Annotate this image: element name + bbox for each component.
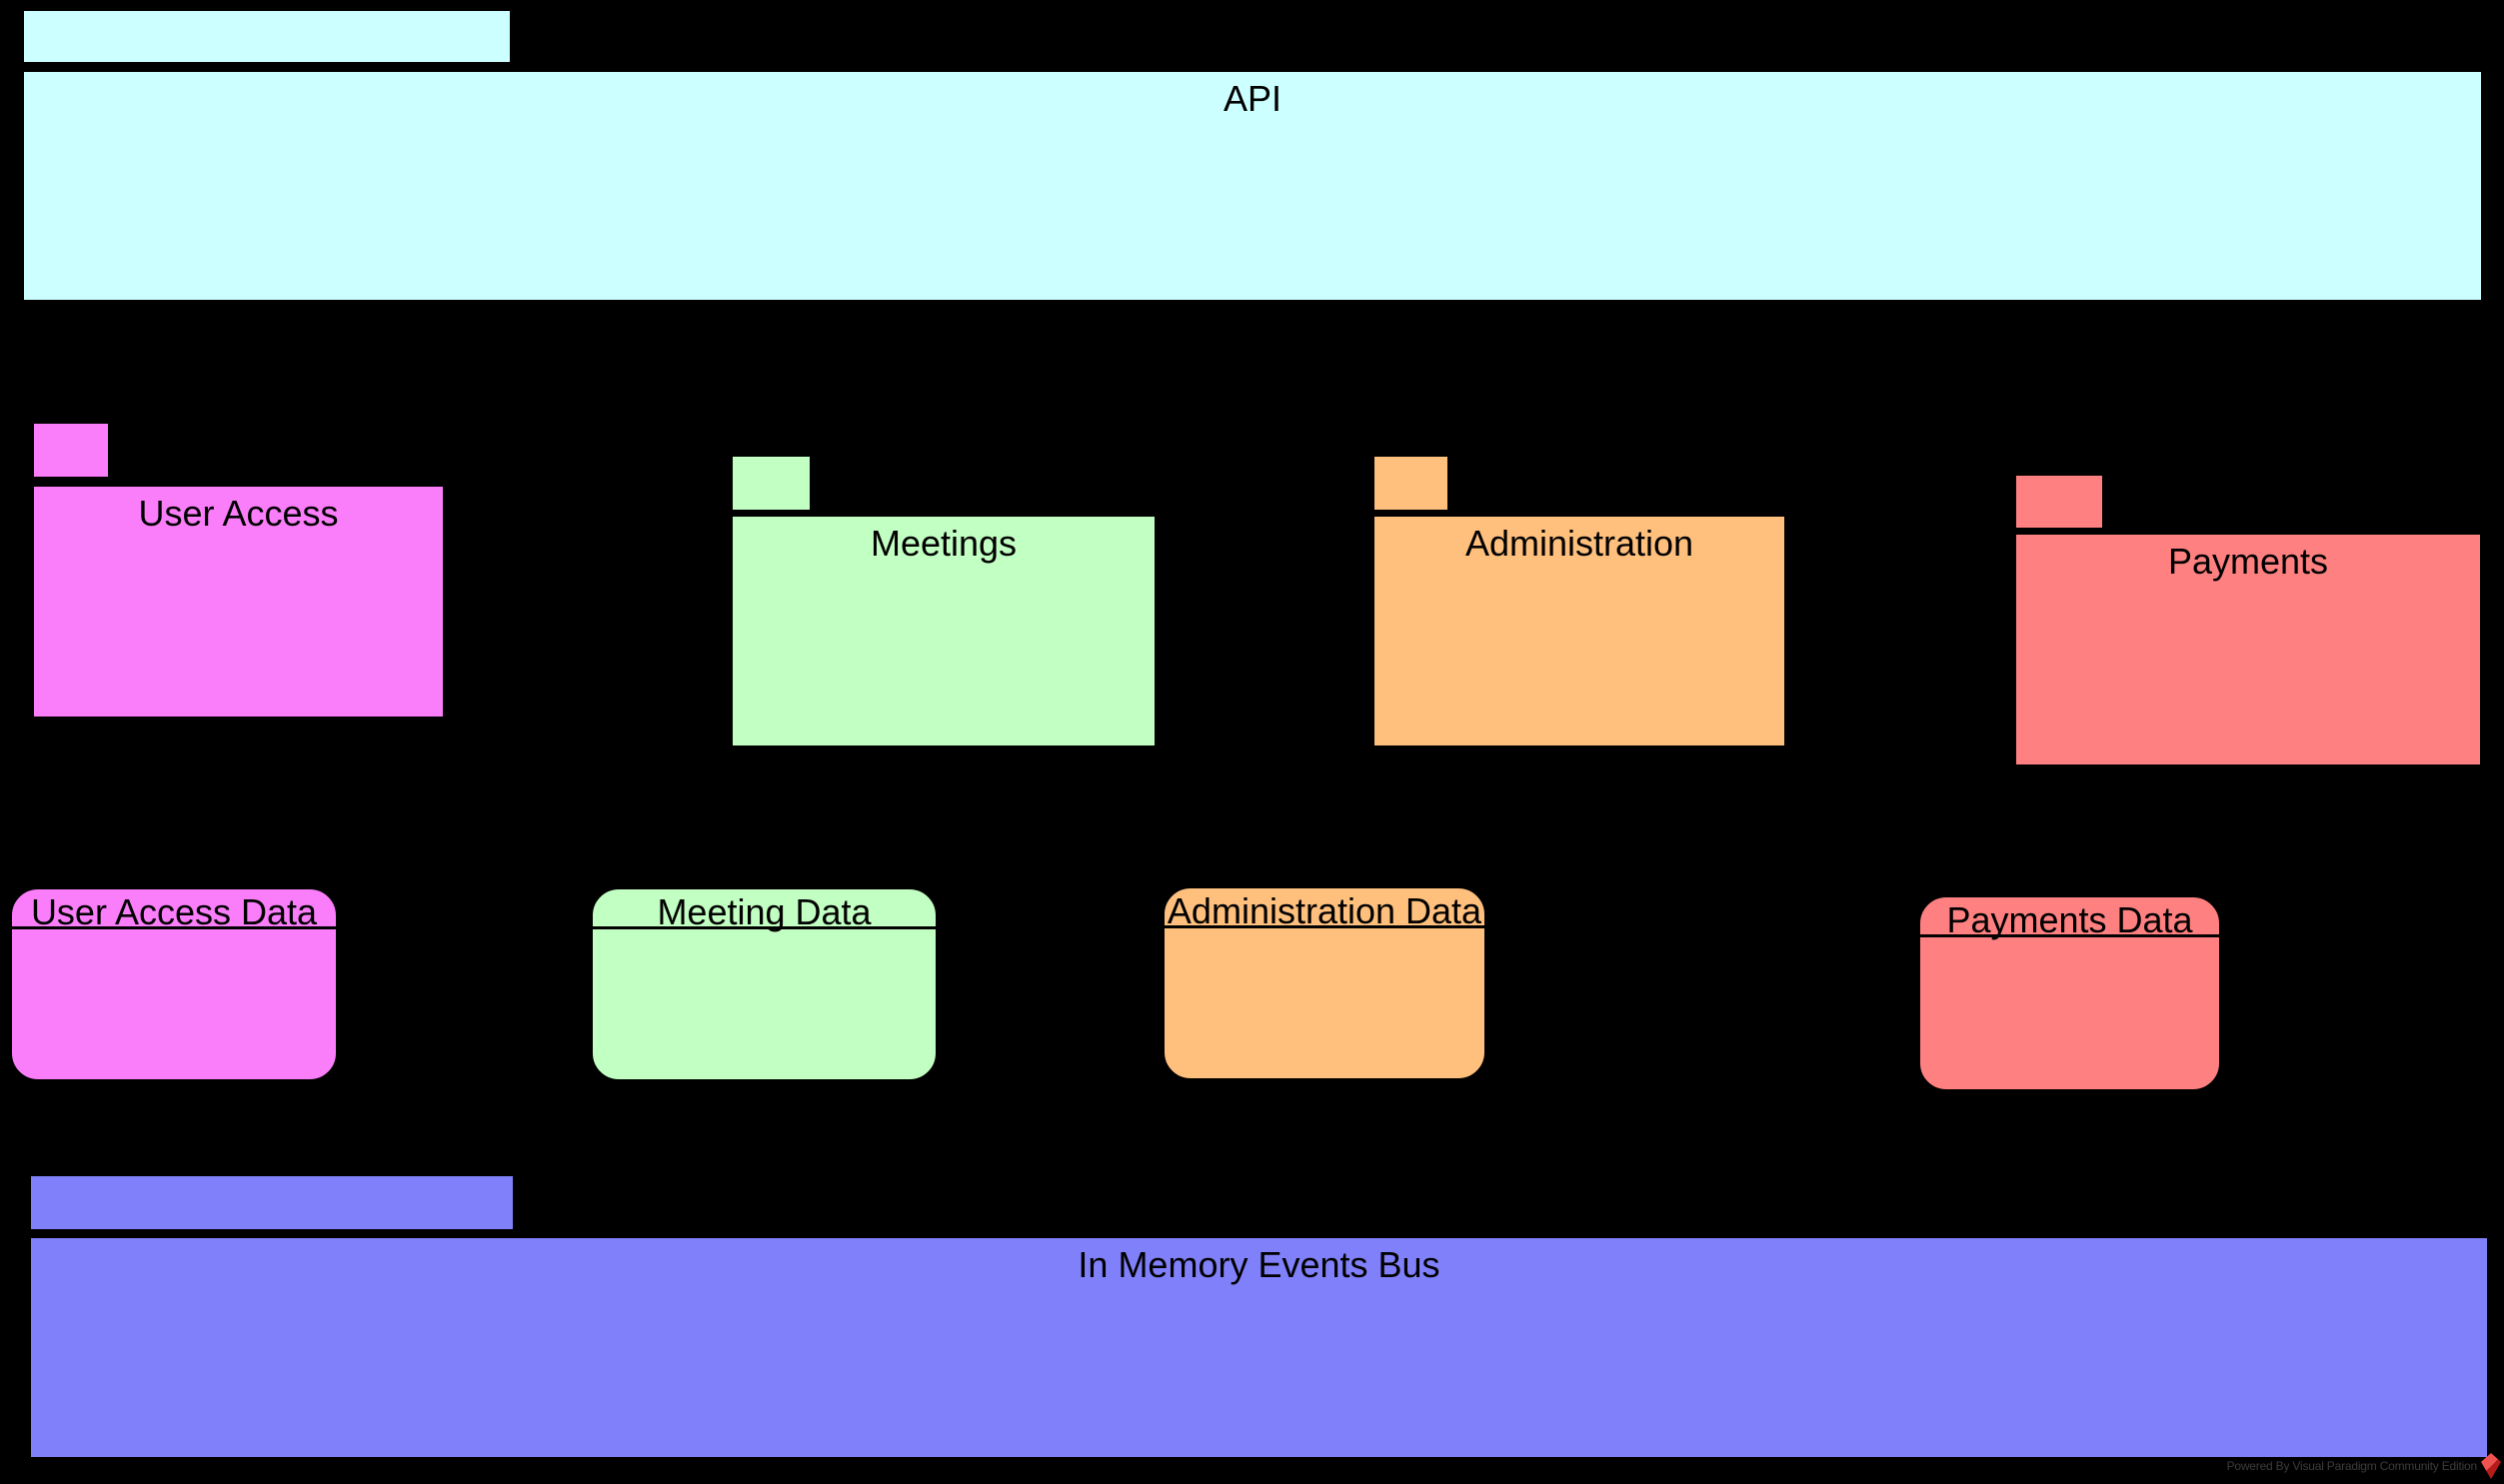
package-payments-tab: [2014, 474, 2104, 530]
data-node-meeting-data: Meeting Data: [591, 887, 938, 1081]
package-payments: Payments: [2014, 474, 2482, 766]
package-label: Meetings: [870, 523, 1018, 564]
data-node-administration-data: Administration Data: [1163, 886, 1486, 1080]
data-node-label: Meeting Data: [657, 891, 872, 932]
package-meetings-tab: [731, 455, 812, 512]
data-node-label: Administration Data: [1167, 890, 1482, 931]
package-label: Payments: [2167, 541, 2329, 582]
package-user-access-tab: [32, 422, 110, 479]
package-payments-body: Payments: [2014, 533, 2482, 766]
package-api-body: API: [22, 70, 2483, 302]
package-label: Administration: [1464, 523, 1694, 564]
package-label: API: [1223, 78, 1282, 119]
watermark: Powered By Visual Paradigm Community Edi…: [2227, 1452, 2501, 1480]
data-node-title: Payments Data: [1920, 897, 2219, 940]
package-administration-body: Administration: [1372, 515, 1786, 747]
data-node-user-access-data: User Access Data: [10, 887, 338, 1081]
package-events-bus-body: In Memory Events Bus: [29, 1236, 2489, 1459]
package-events-bus-tab: [29, 1174, 515, 1231]
data-node-title: Administration Data: [1165, 888, 1484, 931]
data-node-payments-data: Payments Data: [1918, 895, 2221, 1091]
package-api: API: [22, 9, 2483, 302]
package-api-tab: [22, 9, 512, 64]
data-node-title: Meeting Data: [593, 889, 936, 932]
package-meetings: Meetings: [731, 455, 1157, 747]
package-label: In Memory Events Bus: [1078, 1244, 1440, 1285]
visual-paradigm-logo-icon: [2481, 1453, 2501, 1479]
package-user-access-body: User Access: [32, 485, 445, 719]
data-node-title: User Access Data: [12, 889, 336, 932]
package-meetings-body: Meetings: [731, 515, 1157, 747]
data-node-label: Payments Data: [1946, 899, 2193, 940]
package-administration-tab: [1372, 455, 1449, 512]
data-node-label: User Access Data: [30, 891, 318, 932]
package-events-bus: In Memory Events Bus: [29, 1174, 2489, 1459]
package-user-access: User Access: [32, 422, 445, 719]
watermark-text: Powered By Visual Paradigm Community Edi…: [2226, 1459, 2478, 1473]
package-administration: Administration: [1372, 455, 1786, 747]
package-label: User Access: [138, 493, 339, 534]
